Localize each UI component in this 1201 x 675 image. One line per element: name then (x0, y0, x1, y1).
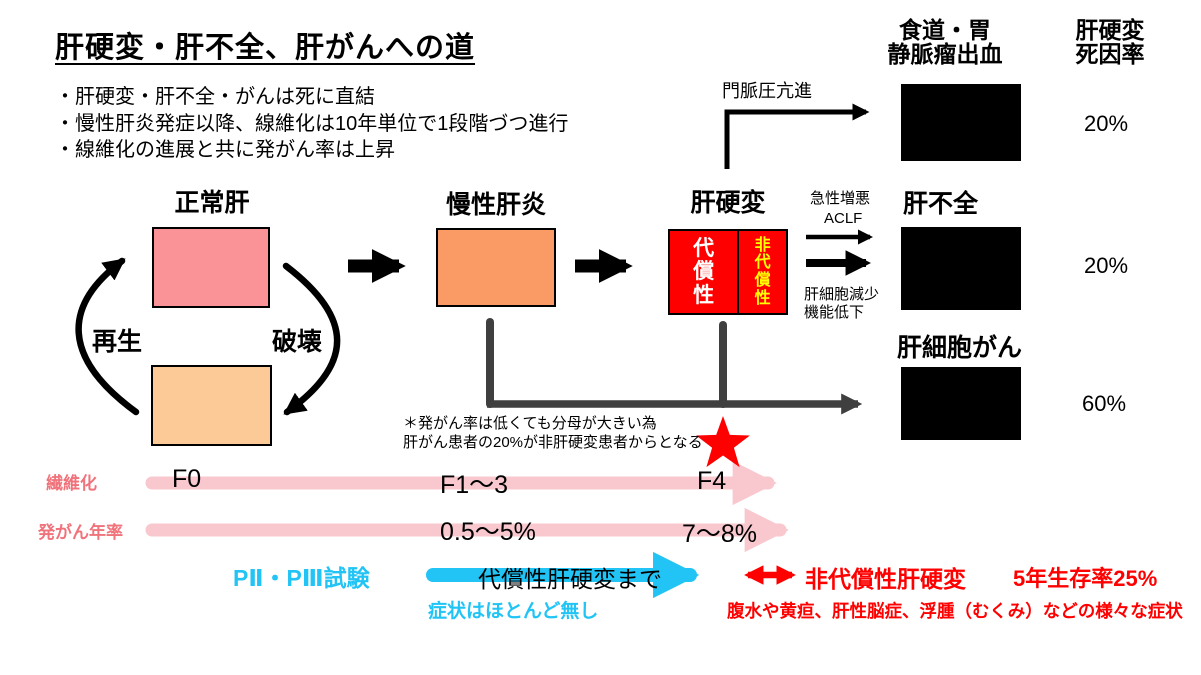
compensated-label: 代償性 (693, 237, 715, 307)
regeneration-label: 再生 (92, 328, 143, 356)
chronic-hepatitis-label: 慢性肝炎 (445, 191, 546, 219)
hepatocyte-loss-label: 肝細胞減少 (804, 286, 880, 303)
survival-rate-label: 5年生存率25% (1013, 566, 1158, 591)
damaged-liver-box (151, 365, 272, 446)
fibrosis-f4: F4 (697, 467, 727, 495)
cancer-rate-axis-label: 発がん年率 (38, 523, 123, 542)
trial-range-text: 代償性肝硬変まで (478, 566, 662, 592)
star-icon (696, 416, 750, 468)
variceal-bleeding-box (901, 84, 1021, 161)
regeneration-arrow (75, 257, 140, 416)
decompensated-label: 非代償性 (754, 236, 771, 307)
bullet-2: ・慢性肝炎発症以降、線維化は10年単位で1段階づつ進行 (55, 112, 569, 135)
variceal-rate: 20% (1083, 111, 1129, 136)
variceal-column-header: 食道・胃 静脈瘤出血 (887, 17, 1003, 67)
failure-rate: 20% (1083, 253, 1129, 278)
chronic-hepatitis-box (436, 228, 556, 307)
destruction-label: 破壊 (272, 328, 323, 356)
page-title: 肝硬変・肝不全、肝がんへの道 (55, 32, 476, 64)
hcc-box (901, 367, 1021, 440)
portal-hypertension-label: 門脈圧亢進 (722, 81, 812, 101)
function-decline-label: 機能低下 (804, 304, 865, 321)
decompensated-cell: 非代償性 (739, 231, 786, 313)
trial-label: PⅡ・PⅢ試験 (233, 565, 370, 591)
hcc-label: 肝細胞がん (897, 334, 1023, 362)
cirrhosis-label: 肝硬変 (690, 189, 766, 217)
bullet-3: ・線維化の進展と共に発がん率は上昇 (55, 139, 395, 161)
cancer-rate-high: 7〜8% (682, 520, 758, 548)
compensated-cell: 代償性 (670, 231, 740, 313)
fibrosis-axis-label: 繊維化 (46, 474, 97, 493)
liver-failure-box (901, 227, 1021, 310)
bullet-1: ・肝硬変・肝不全・がんは死に直結 (55, 86, 375, 108)
portal-hypertension-arrow (724, 103, 870, 169)
fibrosis-f1-3: F1〜3 (440, 471, 509, 499)
aclf-label: ACLF (824, 210, 863, 227)
hcc-rate: 60% (1081, 391, 1127, 416)
normal-liver-box (152, 227, 270, 308)
decompensated-cirrhosis-label: 非代償性肝硬変 (805, 566, 966, 592)
no-symptoms-label: 症状はほとんど無し (428, 601, 599, 622)
hcc-footnote: ＊発がん率は低くても分母が大きい為 肝がん患者の20%が非肝硬変患者からとなる (403, 415, 703, 451)
symptoms-label: 腹水や黄疸、肝性脳症、浮腫（むくみ）などの様々な症状 (727, 601, 1183, 621)
bullet-list: ・肝硬変・肝不全・がんは死に直結 ・慢性肝炎発症以降、線維化は10年単位で1段階… (55, 84, 568, 164)
fibrosis-f0: F0 (172, 465, 202, 493)
cancer-rate-mid: 0.5〜5% (440, 518, 536, 546)
liver-failure-label: 肝不全 (903, 190, 979, 218)
destruction-arrow (282, 262, 341, 416)
death-rate-column-header: 肝硬変 死因率 (1075, 17, 1145, 67)
acute-exacerbation-label: 急性増悪 (810, 190, 871, 207)
normal-liver-label: 正常肝 (174, 189, 250, 217)
cirrhosis-box: 代償性 非代償性 (668, 229, 788, 315)
